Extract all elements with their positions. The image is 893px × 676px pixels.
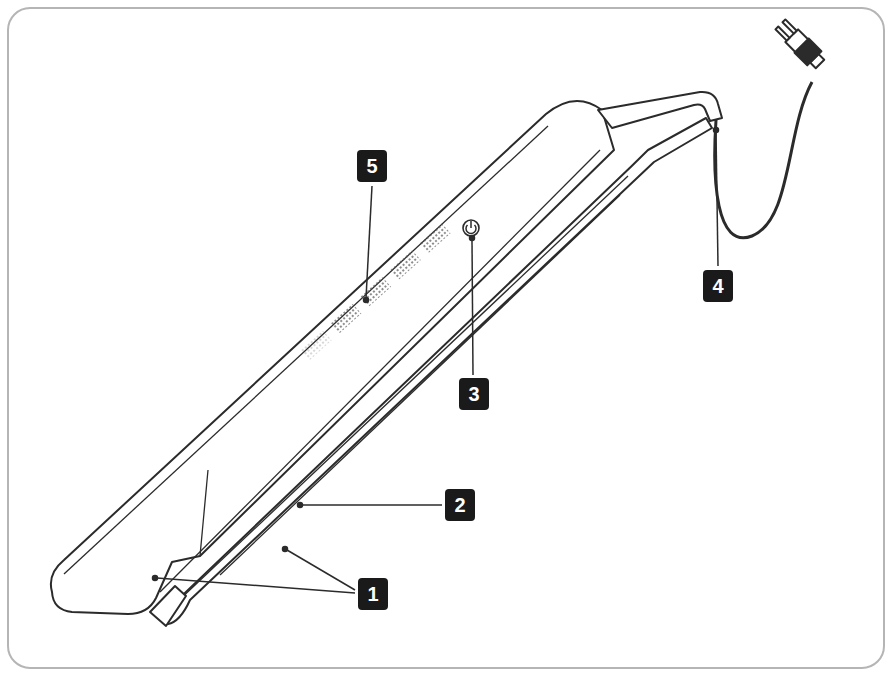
frame xyxy=(8,8,884,668)
straightener xyxy=(51,17,827,626)
callout-number: 2 xyxy=(445,489,475,521)
callout-number: 3 xyxy=(459,378,489,410)
callout-number: 5 xyxy=(357,150,387,182)
leader-lines xyxy=(153,128,719,594)
callout-number: 1 xyxy=(358,578,388,610)
callout-number: 4 xyxy=(703,270,733,302)
